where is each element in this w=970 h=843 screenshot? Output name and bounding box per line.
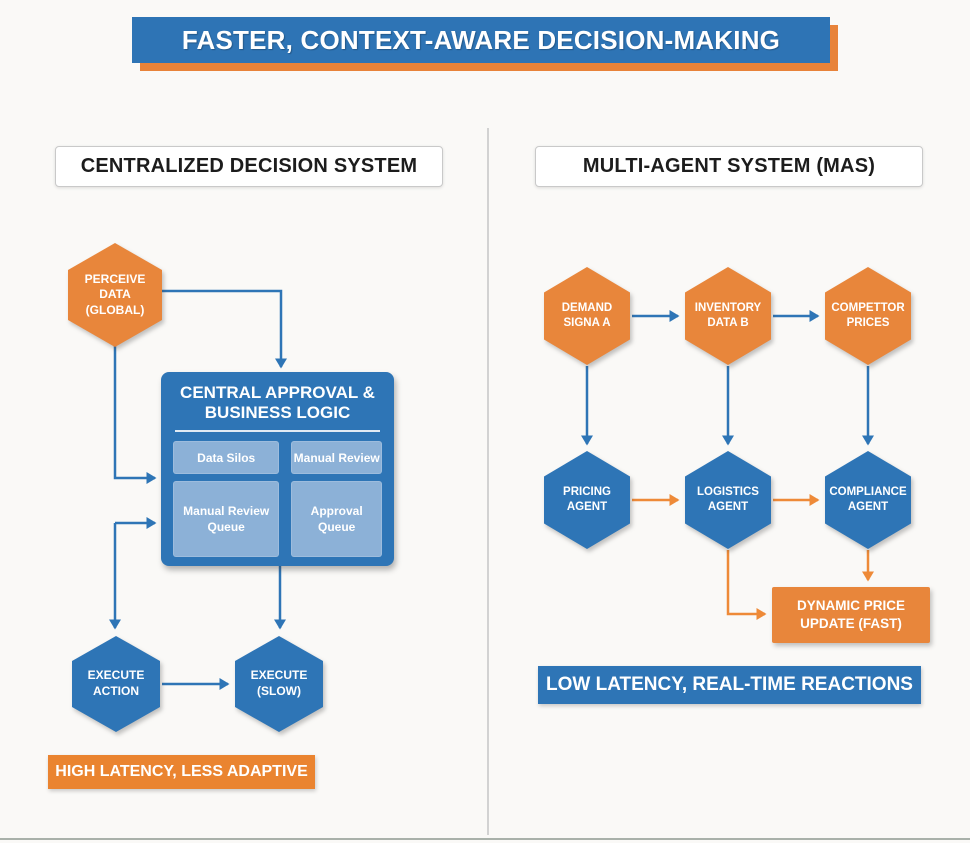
central-approval-box: CENTRAL APPROVAL & BUSINESS LOGIC Data S… xyxy=(161,372,394,566)
right-section-header-label: MULTI-AGENT SYSTEM (MAS) xyxy=(582,155,876,177)
arrow-perceive-to-central-top xyxy=(158,289,287,369)
dynamic-price-update-label: DYNAMIC PRICE UPDATE (FAST) xyxy=(796,597,905,631)
arrow-perceive-to-central-left xyxy=(113,346,157,484)
compliance-agent-label: COMPLIANCE AGENT xyxy=(829,486,907,513)
low-latency-banner: LOW LATENCY, REAL-TIME REACTIONS xyxy=(538,666,921,704)
high-latency-banner: HIGH LATENCY, LESS ADAPTIVE xyxy=(48,755,315,789)
sub-box-approval-queue: Approval Queue xyxy=(291,481,382,558)
dynamic-price-update-box: DYNAMIC PRICE UPDATE (FAST) xyxy=(772,587,930,643)
execute-slow-label: EXECUTE (SLOW) xyxy=(250,668,308,698)
left-section-header: CENTRALIZED DECISION SYSTEM xyxy=(55,146,443,187)
panel-divider xyxy=(487,128,489,835)
inventory-data-hexagon: INVENTORY DATA B xyxy=(685,267,771,365)
right-section-header: MULTI-AGENT SYSTEM (MAS) xyxy=(535,146,923,187)
left-section-header-label: CENTRALIZED DECISION SYSTEM xyxy=(80,155,418,177)
execute-action-hexagon: EXECUTE ACTION xyxy=(72,636,160,732)
pricing-agent-label: PRICING AGENT xyxy=(563,486,611,513)
logistics-agent-label: LOGISTICS AGENT xyxy=(697,486,759,513)
execute-slow-hexagon: EXECUTE (SLOW) xyxy=(235,636,323,732)
central-approval-grid: Data Silos Manual Review Manual Review Q… xyxy=(161,441,394,558)
logistics-agent-hexagon: LOGISTICS AGENT xyxy=(685,451,771,549)
sub-box-manual-review: Manual Review xyxy=(291,441,382,475)
arrow-logistics-to-dynamic xyxy=(726,550,767,620)
page-title: FASTER, CONTEXT-AWARE DECISION-MAKING xyxy=(132,17,830,63)
competitor-prices-label: COMPETTOR PRICES xyxy=(831,302,905,329)
perceive-data-label: PERCEIVE DATA (GLOBAL) xyxy=(84,271,146,317)
central-approval-divider xyxy=(175,430,380,433)
sub-box-data-silos: Data Silos xyxy=(173,441,280,475)
low-latency-label: LOW LATENCY, REAL-TIME REACTIONS xyxy=(546,674,913,695)
high-latency-label: HIGH LATENCY, LESS ADAPTIVE xyxy=(55,763,308,780)
compliance-agent-hexagon: COMPLIANCE AGENT xyxy=(825,451,911,549)
pricing-agent-hexagon: PRICING AGENT xyxy=(544,451,630,549)
demand-signal-hexagon: DEMAND SIGNA A xyxy=(544,267,630,365)
page-title-label: FASTER, CONTEXT-AWARE DECISION-MAKING xyxy=(181,24,781,55)
competitor-prices-hexagon: COMPETTOR PRICES xyxy=(825,267,911,365)
inventory-data-label: INVENTORY DATA B xyxy=(694,302,762,329)
execute-action-label: EXECUTE ACTION xyxy=(87,668,145,698)
demand-signal-label: DEMAND SIGNA A xyxy=(561,302,613,329)
sub-box-manual-review-queue: Manual Review Queue xyxy=(173,481,280,558)
perceive-data-hexagon: PERCEIVE DATA (GLOBAL) xyxy=(68,243,162,347)
central-approval-title: CENTRAL APPROVAL & BUSINESS LOGIC xyxy=(180,383,375,422)
bottom-rule xyxy=(0,838,970,840)
